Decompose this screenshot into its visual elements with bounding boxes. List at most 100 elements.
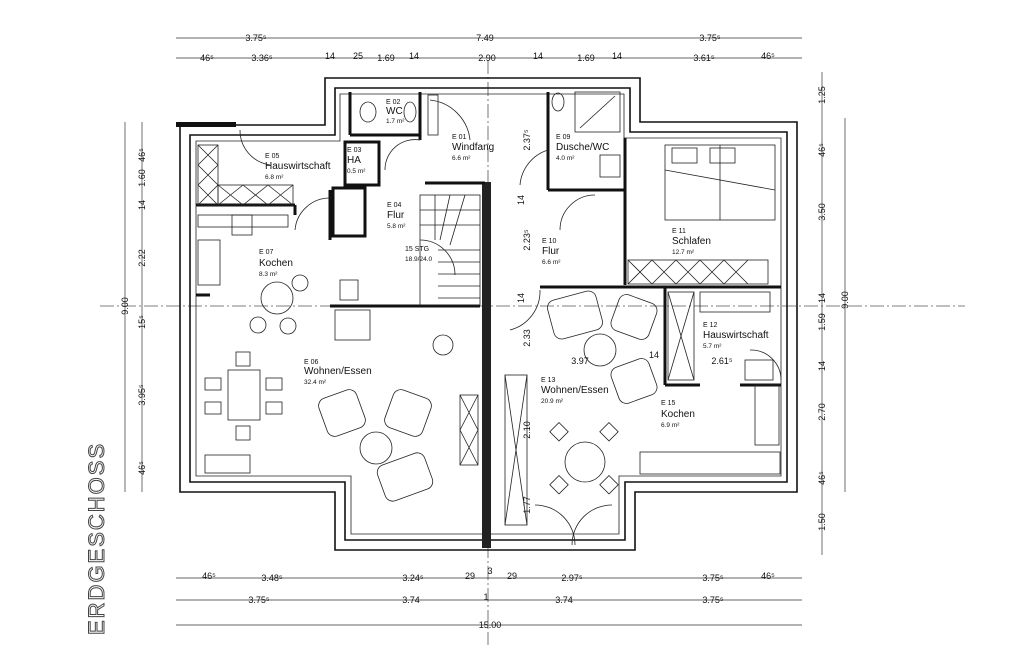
svg-text:3.24⁵: 3.24⁵ xyxy=(402,573,424,583)
svg-text:3.75⁵: 3.75⁵ xyxy=(245,33,267,43)
svg-text:6.6 m²: 6.6 m² xyxy=(542,259,561,266)
svg-text:Windfang: Windfang xyxy=(452,142,494,153)
svg-text:5.7 m²: 5.7 m² xyxy=(703,343,722,350)
svg-text:Schlafen: Schlafen xyxy=(672,236,711,247)
cabinets xyxy=(197,144,781,526)
svg-text:18.9/24.0: 18.9/24.0 xyxy=(405,256,432,263)
svg-text:2.70: 2.70 xyxy=(817,403,827,421)
svg-text:3.36⁵: 3.36⁵ xyxy=(251,53,273,63)
room-e07: E 07 Kochen 8.3 m² xyxy=(259,249,293,278)
svg-text:1: 1 xyxy=(483,592,488,602)
svg-text:6.8 m²: 6.8 m² xyxy=(265,174,284,181)
svg-text:14: 14 xyxy=(516,293,526,303)
svg-text:4.0 m²: 4.0 m² xyxy=(556,155,575,162)
svg-text:46⁵: 46⁵ xyxy=(137,461,147,475)
svg-text:14: 14 xyxy=(612,51,622,61)
svg-text:15⁵: 15⁵ xyxy=(137,315,147,329)
svg-text:29: 29 xyxy=(465,571,475,581)
svg-text:Kochen: Kochen xyxy=(661,409,695,420)
svg-text:8.3 m²: 8.3 m² xyxy=(259,271,278,278)
living-furniture xyxy=(204,274,658,502)
svg-text:2.90: 2.90 xyxy=(478,53,496,63)
svg-text:3.95⁵: 3.95⁵ xyxy=(137,384,147,406)
stairs-label: 15 STG 18.9/24.0 xyxy=(405,246,432,263)
bed xyxy=(664,144,776,221)
exterior-walls xyxy=(176,77,798,551)
svg-text:14: 14 xyxy=(817,361,827,371)
svg-text:3.75⁵: 3.75⁵ xyxy=(702,573,724,583)
svg-text:E 09: E 09 xyxy=(556,134,571,141)
svg-text:46⁵: 46⁵ xyxy=(137,148,147,162)
dimension-top-row1: 3.75⁵ 7.49 3.75⁵ xyxy=(245,33,721,43)
svg-text:3.75⁵: 3.75⁵ xyxy=(699,33,721,43)
svg-text:14: 14 xyxy=(516,195,526,205)
svg-text:E 07: E 07 xyxy=(259,249,274,256)
svg-text:6.9 m²: 6.9 m² xyxy=(661,422,680,429)
dimension-top-row2: 46⁵ 3.36⁵ 14 25 1.69 14 2.90 14 1.69 14 … xyxy=(200,51,775,63)
svg-text:14: 14 xyxy=(817,293,827,303)
svg-text:46⁵: 46⁵ xyxy=(761,51,775,61)
svg-text:14: 14 xyxy=(325,51,335,61)
svg-text:2.37⁵: 2.37⁵ xyxy=(522,129,532,151)
svg-text:1.60: 1.60 xyxy=(137,169,147,187)
svg-text:Hauswirtschaft: Hauswirtschaft xyxy=(265,161,331,172)
svg-text:2.61⁵: 2.61⁵ xyxy=(711,356,733,366)
svg-text:Kochen: Kochen xyxy=(259,258,293,269)
svg-text:3.61⁵: 3.61⁵ xyxy=(693,53,715,63)
svg-text:2.23⁵: 2.23⁵ xyxy=(522,229,532,251)
svg-text:WC: WC xyxy=(386,106,403,117)
room-e15: E 15 Kochen 6.9 m² xyxy=(661,400,695,429)
dimension-total-width: 15.00 xyxy=(479,620,502,630)
svg-text:Dusche/WC: Dusche/WC xyxy=(556,142,609,153)
svg-text:1.69: 1.69 xyxy=(377,53,395,63)
dimension-left: 9.00 46⁵ 1.60 14 2.22 15⁵ 3.95⁵ 46⁵ xyxy=(120,148,147,475)
svg-text:E 02: E 02 xyxy=(386,99,401,106)
svg-text:25: 25 xyxy=(353,51,363,61)
staircase xyxy=(419,194,481,306)
svg-text:Flur: Flur xyxy=(542,246,560,257)
svg-text:E 04: E 04 xyxy=(387,202,402,209)
svg-text:E 11: E 11 xyxy=(672,228,686,235)
svg-text:9.00: 9.00 xyxy=(120,297,130,315)
svg-text:46⁵: 46⁵ xyxy=(202,571,216,581)
svg-text:46⁵: 46⁵ xyxy=(817,143,827,157)
svg-text:E 01: E 01 xyxy=(452,134,467,141)
svg-text:3.50: 3.50 xyxy=(817,203,827,221)
svg-text:3: 3 xyxy=(487,566,492,576)
svg-text:1.77: 1.77 xyxy=(522,496,532,514)
svg-text:3.48⁵: 3.48⁵ xyxy=(261,573,283,583)
svg-text:0.5 m²: 0.5 m² xyxy=(347,168,366,175)
svg-text:14: 14 xyxy=(137,200,147,210)
svg-text:15 STG: 15 STG xyxy=(405,246,429,253)
svg-text:14: 14 xyxy=(409,51,419,61)
svg-text:E 12: E 12 xyxy=(703,322,718,329)
svg-text:E 03: E 03 xyxy=(347,147,362,154)
svg-text:2.10: 2.10 xyxy=(522,421,532,439)
svg-text:E 15: E 15 xyxy=(661,400,676,407)
svg-text:E 13: E 13 xyxy=(541,377,556,384)
svg-text:1.7 m²: 1.7 m² xyxy=(386,118,405,125)
svg-text:2.97⁵: 2.97⁵ xyxy=(561,573,583,583)
svg-text:E 10: E 10 xyxy=(542,238,557,245)
dimension-interior: 2.37⁵ 14 2.23⁵ 14 2.33 3.97 14 2.61⁵ 2.1… xyxy=(516,129,733,514)
svg-text:20.9 m²: 20.9 m² xyxy=(541,398,564,405)
svg-text:46⁵: 46⁵ xyxy=(200,53,214,63)
sanitary-fixtures xyxy=(359,91,621,178)
svg-text:3.97: 3.97 xyxy=(571,356,589,366)
svg-text:Flur: Flur xyxy=(387,210,405,221)
svg-text:14: 14 xyxy=(649,350,659,360)
svg-text:E 06: E 06 xyxy=(304,359,319,366)
dimension-bottom-row1: 46⁵ 3.48⁵ 3.24⁵ 29 3 29 2.97⁵ 3.75⁵ 46⁵ xyxy=(202,566,775,583)
dimension-right: 1.25 46⁵ 3.50 14 1.59 14 2.70 46⁵ 1.50 9… xyxy=(817,86,850,531)
dimension-lines xyxy=(124,37,846,626)
svg-text:E 05: E 05 xyxy=(265,153,280,160)
svg-text:5.8 m²: 5.8 m² xyxy=(387,223,406,230)
